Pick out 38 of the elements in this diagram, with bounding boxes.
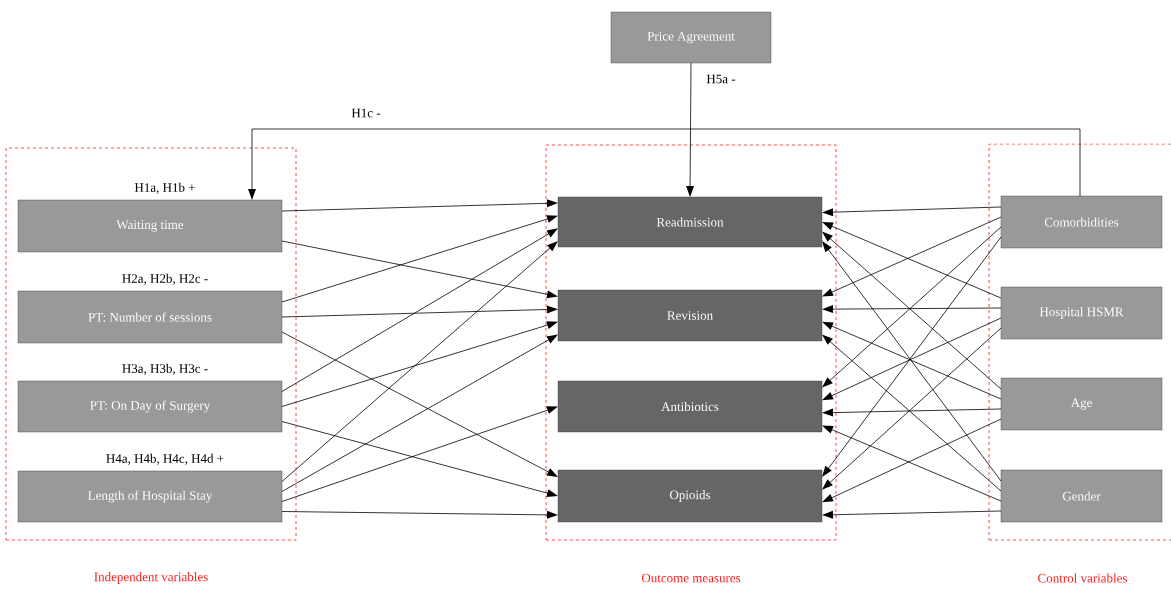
edge-label: H5a - — [705, 73, 737, 85]
node-label: Outcome measures — [641, 573, 741, 583]
arrow — [822, 408, 1002, 417]
hypothesis-label: H1a, H1b + — [134, 182, 195, 194]
arrow — [281, 240, 558, 299]
arrow — [686, 62, 695, 197]
variable-box: Revision — [557, 289, 823, 342]
hypothesis-label: H4a, H4b, H4c, H4d + — [106, 453, 224, 465]
variable-box: Gender — [1000, 469, 1163, 523]
hypothesis-label: H2a, H2b, H2c - — [122, 273, 208, 285]
variable-box: Hospital HSMR — [1000, 286, 1163, 340]
arrow — [281, 321, 558, 407]
arrow — [281, 241, 558, 482]
arrow — [281, 228, 558, 392]
hypothesis-label: H3a, H3b, H3c - — [122, 363, 208, 375]
arrow — [822, 305, 1002, 314]
variable-box: Comorbidities — [1000, 195, 1163, 249]
variable-box: PT: On Day of Surgery — [17, 380, 283, 433]
arrow — [281, 406, 558, 502]
variable-box: Opioids — [557, 469, 823, 523]
arrow — [822, 206, 1002, 217]
node-label: Control variables — [1038, 573, 1128, 583]
arrow — [281, 215, 558, 303]
arrow — [281, 510, 558, 519]
arrow — [281, 421, 558, 497]
arrow — [822, 510, 1002, 519]
arrow — [281, 199, 558, 212]
variable-box: Readmission — [557, 196, 823, 248]
variable-box: Length of Hospital Stay — [17, 470, 283, 523]
arrow — [281, 305, 558, 318]
variable-box: Price Agreement — [610, 11, 772, 64]
variable-box: Waiting time — [17, 199, 283, 253]
variable-box: Age — [1000, 377, 1163, 431]
variable-box: Antibiotics — [557, 380, 823, 433]
node-label: Independent variables — [94, 572, 208, 584]
arrow — [248, 128, 1081, 200]
variable-box: PT: Number of sessions — [17, 290, 283, 344]
edge-label: H1c - — [350, 107, 382, 119]
